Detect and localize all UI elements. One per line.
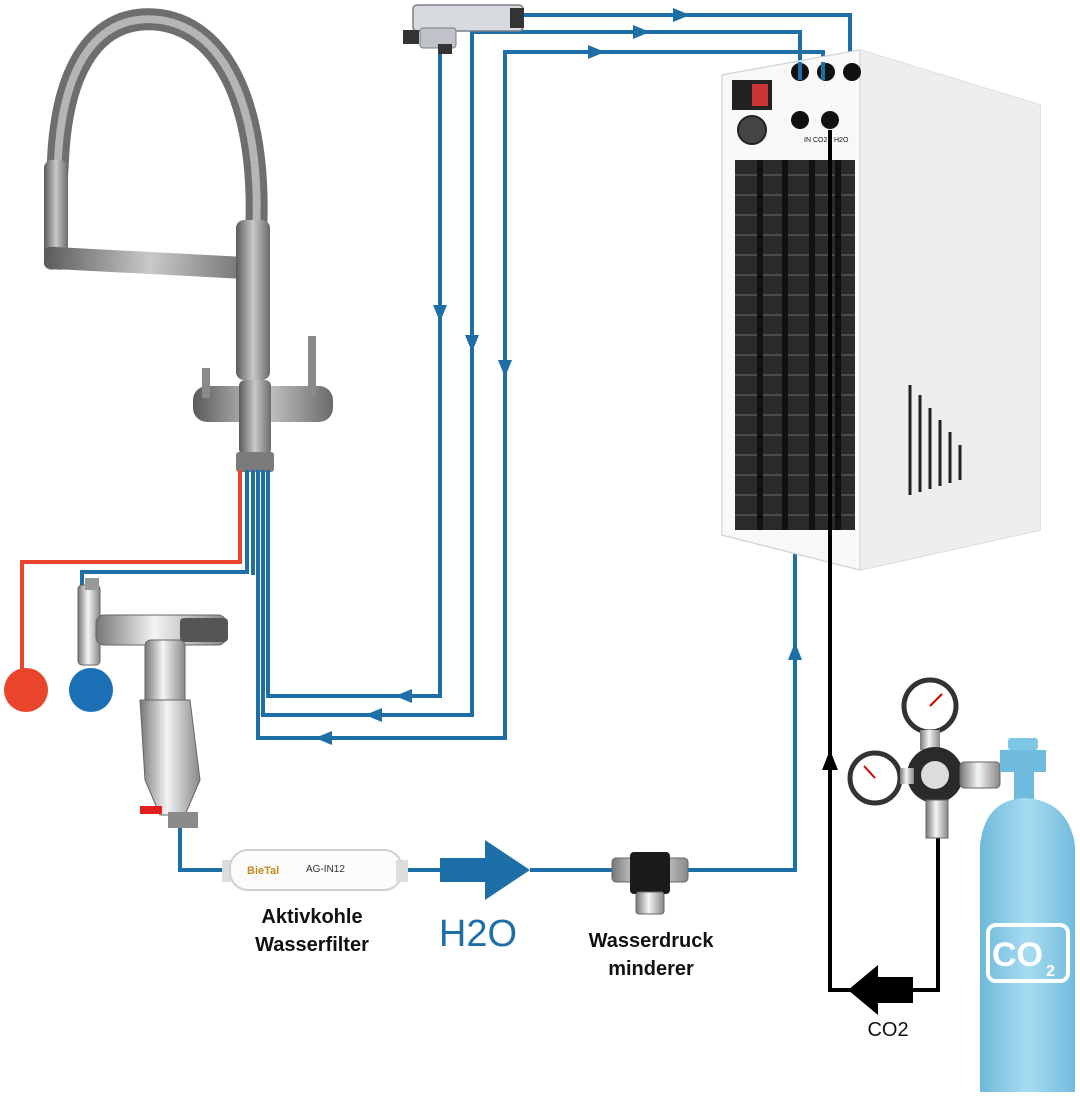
co2-label-box	[986, 923, 1070, 983]
flow-arrows	[315, 8, 802, 745]
hot-water-dot	[4, 668, 48, 712]
reducer-label-line1: Wasserdruck	[589, 930, 715, 952]
loop-line-3	[256, 50, 825, 740]
co2-line-label: CO2	[867, 1019, 908, 1041]
top-check-valve	[403, 4, 524, 54]
co2-flow-arrow	[848, 965, 913, 1015]
co2-cylinder	[980, 738, 1075, 1092]
pressure-reducer	[611, 852, 689, 915]
filter-model: AG-IN12	[306, 864, 345, 875]
co2-regulator	[847, 677, 1001, 839]
top-line	[520, 13, 852, 62]
loop-line-1	[266, 34, 445, 698]
h2o-flow-arrow	[440, 840, 530, 900]
carbon-filter	[222, 849, 408, 891]
h2o-label: H2O	[439, 913, 517, 955]
water-chiller-unit: IN CO2 H2O	[721, 49, 1041, 571]
hot-supply-line	[20, 470, 242, 690]
cold-supply-line	[80, 470, 249, 610]
thermostat-knob	[737, 115, 767, 145]
cylinder-sub-text: 2	[1046, 963, 1055, 980]
cold-water-dot	[69, 668, 113, 712]
reducer-label-line2: minderer	[608, 958, 694, 980]
loop-line-2	[261, 30, 802, 717]
filter-label-line1: Aktivkohle	[261, 906, 362, 928]
cylinder-co-text: CO	[992, 936, 1043, 974]
port-label-in-co2: IN CO2	[804, 137, 827, 144]
tap-to-filter-line	[178, 815, 232, 872]
port-label-h2o: H2O	[834, 137, 849, 144]
kitchen-faucet	[43, 8, 333, 472]
filter-label-line2: Wasserfilter	[255, 934, 369, 956]
angle-valve	[77, 578, 228, 828]
filter-brand: BieTal	[247, 865, 279, 877]
